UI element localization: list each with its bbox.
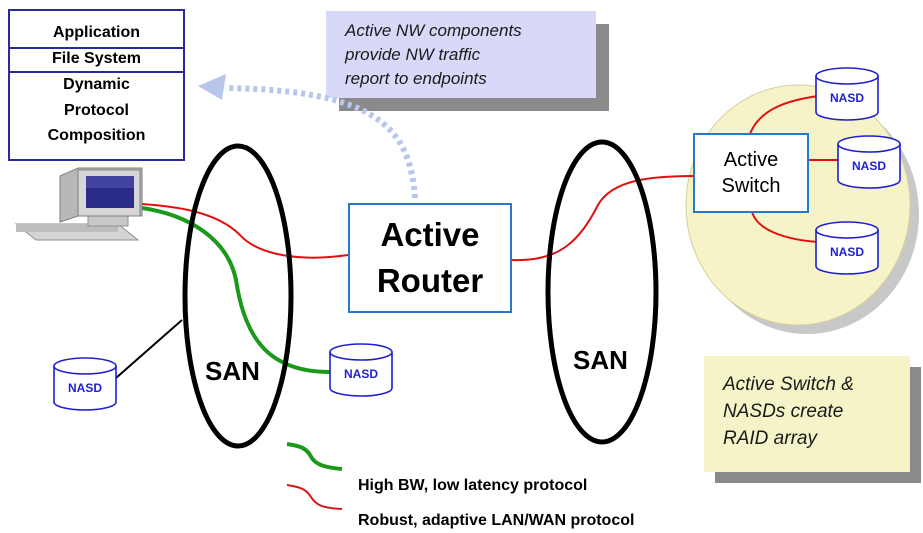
nasd-link-left [115,319,183,379]
nasd-label: NASD [830,245,864,259]
top-callout-line: report to endpoints [345,69,487,88]
nasd-disk-mid-right: NASD [837,135,901,189]
top-callout-line: Active NW components [345,21,522,40]
san-label-left: SAN [205,356,260,386]
active-router-box [348,203,512,313]
legend-green-label: High BW, low latency protocol [358,477,588,494]
san-label-right: SAN [573,345,628,375]
active-router-label: Active Router [349,212,511,304]
nasd-disk-top-right: NASD [815,67,879,121]
traffic-report-arrow [224,85,418,199]
nasd-disk-center: NASD [329,343,393,397]
legend-green-swatch [286,442,343,471]
red-link-switch-nasd-bottom [751,211,819,243]
stack-row-composition: Composition [47,127,146,144]
stack-row-protocol: Protocol [64,102,129,119]
active-switch-box [693,133,809,213]
right-note-box [704,356,910,472]
top-callout-text: Active NW components provide NW traffic … [345,19,522,91]
active-switch-label: Active Switch [694,147,808,199]
protocol-stack: Application File System Dynamic Protocol… [9,10,184,160]
right-note-line: RAID array [723,428,817,449]
red-link-switch-nasd-top [749,95,819,135]
right-note-line: NASDs create [723,401,844,422]
router-label-line: Active [380,216,480,253]
san-ellipse-left [182,143,294,449]
nasd-label: NASD [68,381,102,395]
nasd-label: NASD [830,91,864,105]
legend-red-label: Robust, adaptive LAN/WAN protocol [358,512,635,529]
nasd-disk-bottom-right: NASD [815,221,879,275]
nasd-label: NASD [852,159,886,173]
switch-label-line: Active [723,149,779,171]
top-callout-box [326,11,596,98]
switch-label-line: Switch [721,175,781,197]
right-note-line: Active Switch & [723,374,854,395]
arrowhead-icon [198,74,226,100]
nasd-label: NASD [344,367,378,381]
router-label-line: Router [376,262,484,299]
stack-row-application: Application [52,24,141,41]
red-link-pc-router [141,203,349,259]
protocol-stack-box [8,9,185,161]
stack-row-dynamic: Dynamic [63,76,130,93]
legend-red-swatch [286,484,343,510]
top-callout-line: provide NW traffic [345,45,481,64]
nasd-disk-left: NASD [53,357,117,411]
stack-row-file-system: File System [52,50,141,67]
desktop-computer-icon [14,167,143,241]
right-note-text: Active Switch & NASDs create RAID array [723,371,854,452]
red-link-router-switch [511,175,695,262]
san-ellipse-right [545,139,659,445]
